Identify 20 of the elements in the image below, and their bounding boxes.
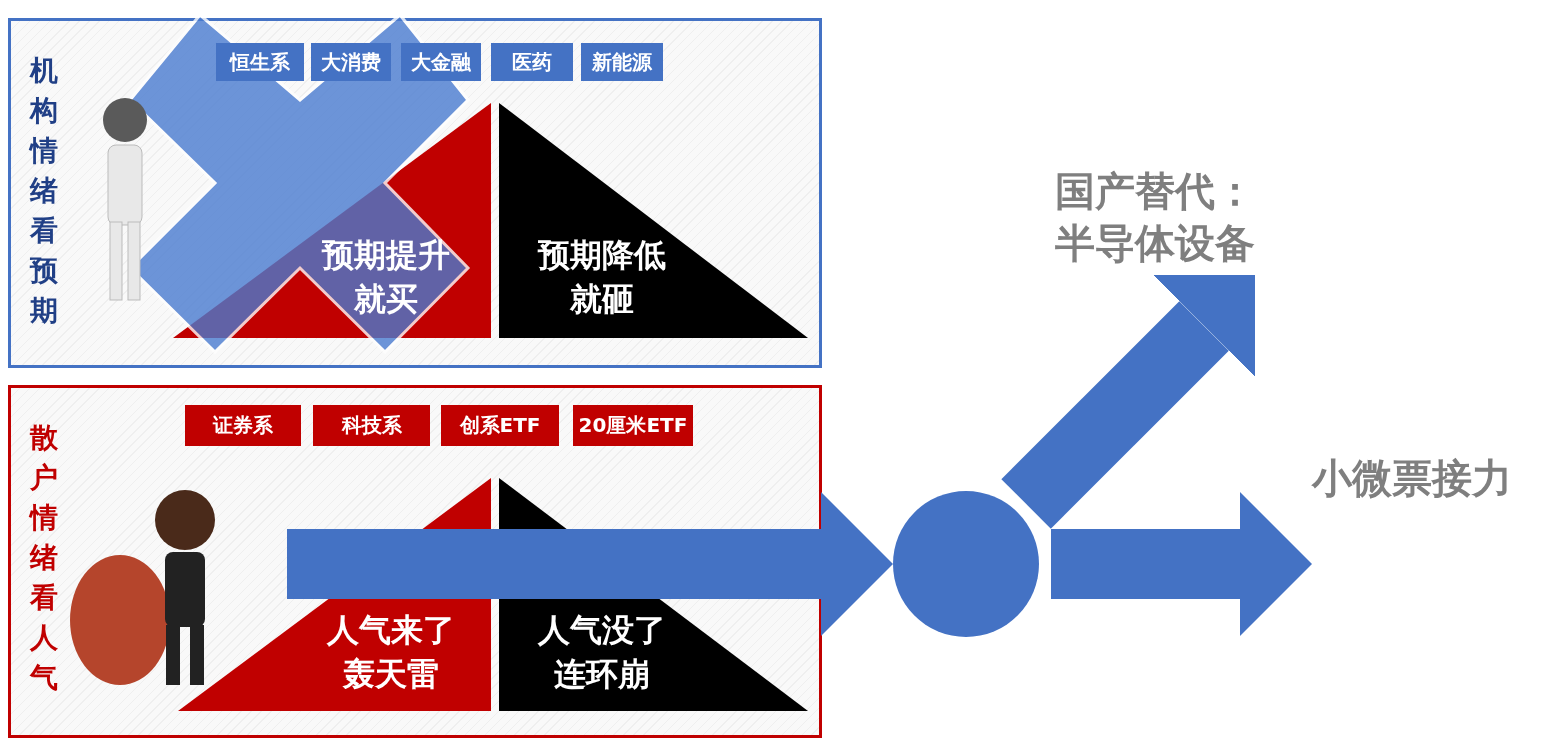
triangle-label: 预期提升就买: [320, 235, 451, 320]
tag-label: 科技系: [313, 405, 430, 446]
callout-text: 小微票接力: [1312, 452, 1552, 504]
tag-label: 大消费: [311, 43, 391, 81]
vertical-title: 散户情绪看人气: [29, 420, 59, 696]
tag-label: 医药: [491, 43, 573, 81]
tag-label: 大金融: [401, 43, 481, 81]
triangle-label: 人气来了轰天雷: [325, 610, 456, 695]
callout-text: 国产替代：半导体设备: [1055, 165, 1270, 275]
triangle-label: 人气没了连环崩: [536, 610, 667, 695]
tag-label: 新能源: [581, 43, 663, 81]
tag-label: 证券系: [185, 405, 301, 446]
vertical-title: 机构情绪看预期: [29, 53, 59, 329]
tag-label: 恒生系: [216, 43, 304, 81]
block-arrow: [1001, 275, 1255, 529]
block-arrow: [287, 492, 893, 636]
tag-label: 20厘米ETF: [573, 405, 693, 446]
triangle-label: 预期降低就砸: [536, 235, 667, 320]
tag-label: 创系ETF: [441, 405, 559, 446]
block-arrow: [1051, 492, 1312, 636]
